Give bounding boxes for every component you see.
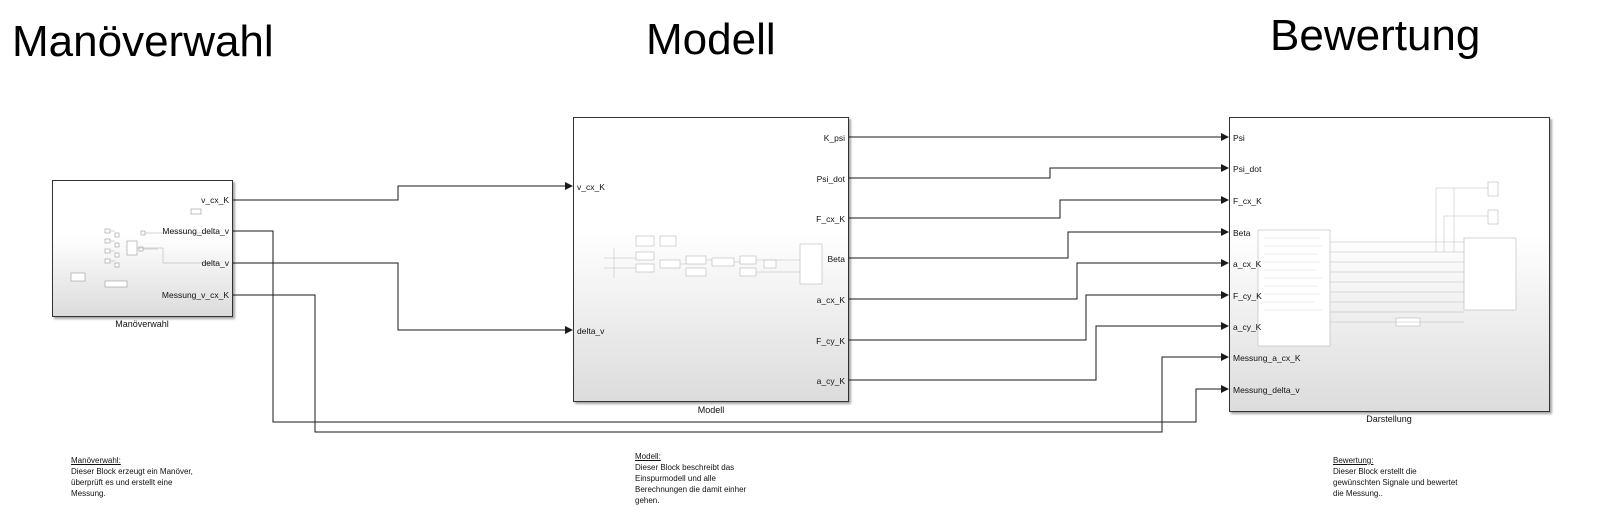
wire-v-cx-k (232, 182, 573, 201)
port-in-a-cx-k[interactable]: a_cx_K (1233, 259, 1262, 269)
modell-block[interactable]: v_cx_K delta_v K_psi Psi_dot F_cx_K Beta… (573, 117, 849, 402)
port-out-delta-v[interactable]: delta_v (201, 258, 229, 268)
wire-f-cy-k (848, 291, 1229, 341)
wire-f-cx-k (848, 196, 1229, 219)
port-in-psi[interactable]: Psi (1233, 133, 1245, 143)
note-bewertung-heading: Bewertung: (1333, 456, 1374, 465)
note-bewertung-line: Dieser Block erstellt die (1333, 467, 1417, 476)
manoeverwahl-internal-preview (70, 208, 218, 288)
section-title-manoeverwahl: Manöverwahl (12, 17, 274, 66)
note-manoeverwahl-line: Dieser Block erzeugt ein Manöver, (71, 467, 193, 476)
port-in-psi-dot[interactable]: Psi_dot (1233, 164, 1262, 174)
wire-messung-delta-v (232, 230, 1229, 423)
wire-beta (848, 228, 1229, 259)
section-title-modell: Modell (646, 15, 776, 64)
port-in-messung-delta-v[interactable]: Messung_delta_v (1233, 385, 1300, 395)
note-modell: Modell: Dieser Block beschreibt das Eins… (635, 451, 795, 506)
port-in-beta[interactable]: Beta (1233, 228, 1251, 238)
modell-block-label: Modell (697, 405, 725, 415)
darstellung-internal-preview (1257, 181, 1517, 347)
note-manoeverwahl: Manöverwahl: Dieser Block erzeugt ein Ma… (71, 455, 231, 499)
manoeverwahl-block-label: Manöverwahl (115, 319, 169, 329)
port-in-f-cx-k[interactable]: F_cx_K (1233, 196, 1262, 206)
note-modell-heading: Modell: (635, 452, 661, 461)
port-out-messung-delta-v[interactable]: Messung_delta_v (162, 226, 229, 236)
wire-psi-dot (848, 164, 1229, 179)
port-in-f-cy-k[interactable]: F_cy_K (1233, 291, 1262, 301)
port-out-v-cx-k[interactable]: v_cx_K (201, 195, 229, 205)
note-manoeverwahl-heading: Manöverwahl: (71, 456, 121, 465)
port-in-a-cy-k[interactable]: a_cy_K (1233, 322, 1262, 332)
note-modell-line: Einspurmodell und alle (635, 474, 716, 483)
note-manoeverwahl-line: überprüft es und erstellt eine (71, 478, 173, 487)
wire-a-cy-k (848, 322, 1229, 381)
port-in-v-cx-k[interactable]: v_cx_K (577, 182, 605, 192)
port-out-a-cx-k[interactable]: a_cx_K (816, 295, 845, 305)
wire-a-cx-k (848, 259, 1229, 300)
port-out-f-cx-k[interactable]: F_cx_K (816, 214, 845, 224)
port-out-messung-v-cx-k[interactable]: Messung_v_cx_K (161, 290, 229, 300)
port-out-k-psi[interactable]: K_psi (823, 133, 845, 143)
darstellung-block[interactable]: Psi Psi_dot F_cx_K Beta a_cx_K F_cy_K a_… (1229, 117, 1550, 412)
note-modell-line: Berechnungen die damit einher (635, 485, 747, 494)
port-out-beta[interactable]: Beta (827, 254, 846, 264)
manoeverwahl-block[interactable]: v_cx_K Messung_delta_v delta_v Messung_v… (52, 180, 233, 317)
note-manoeverwahl-line: Messung. (71, 489, 106, 498)
modell-internal-preview (604, 235, 823, 285)
note-modell-line: Dieser Block beschreibt das (635, 463, 735, 472)
note-modell-line: gehen. (635, 496, 660, 505)
section-title-bewertung: Bewertung (1270, 11, 1481, 60)
port-in-messung-a-cx-k[interactable]: Messung_a_cx_K (1233, 353, 1301, 363)
port-in-delta-v[interactable]: delta_v (577, 326, 605, 336)
note-bewertung-line: die Messung.. (1333, 489, 1383, 498)
note-bewertung: Bewertung: Dieser Block erstellt die gew… (1333, 455, 1493, 499)
wire-messung-v-cx-k (232, 294, 1229, 433)
port-out-a-cy-k[interactable]: a_cy_K (816, 376, 845, 386)
port-out-f-cy-k[interactable]: F_cy_K (816, 336, 845, 346)
note-bewertung-line: gewünschten Signale und bewertet (1333, 478, 1458, 487)
wire-delta-v (232, 262, 573, 334)
darstellung-block-label: Darstellung (1366, 414, 1412, 424)
port-out-psi-dot[interactable]: Psi_dot (816, 174, 845, 184)
